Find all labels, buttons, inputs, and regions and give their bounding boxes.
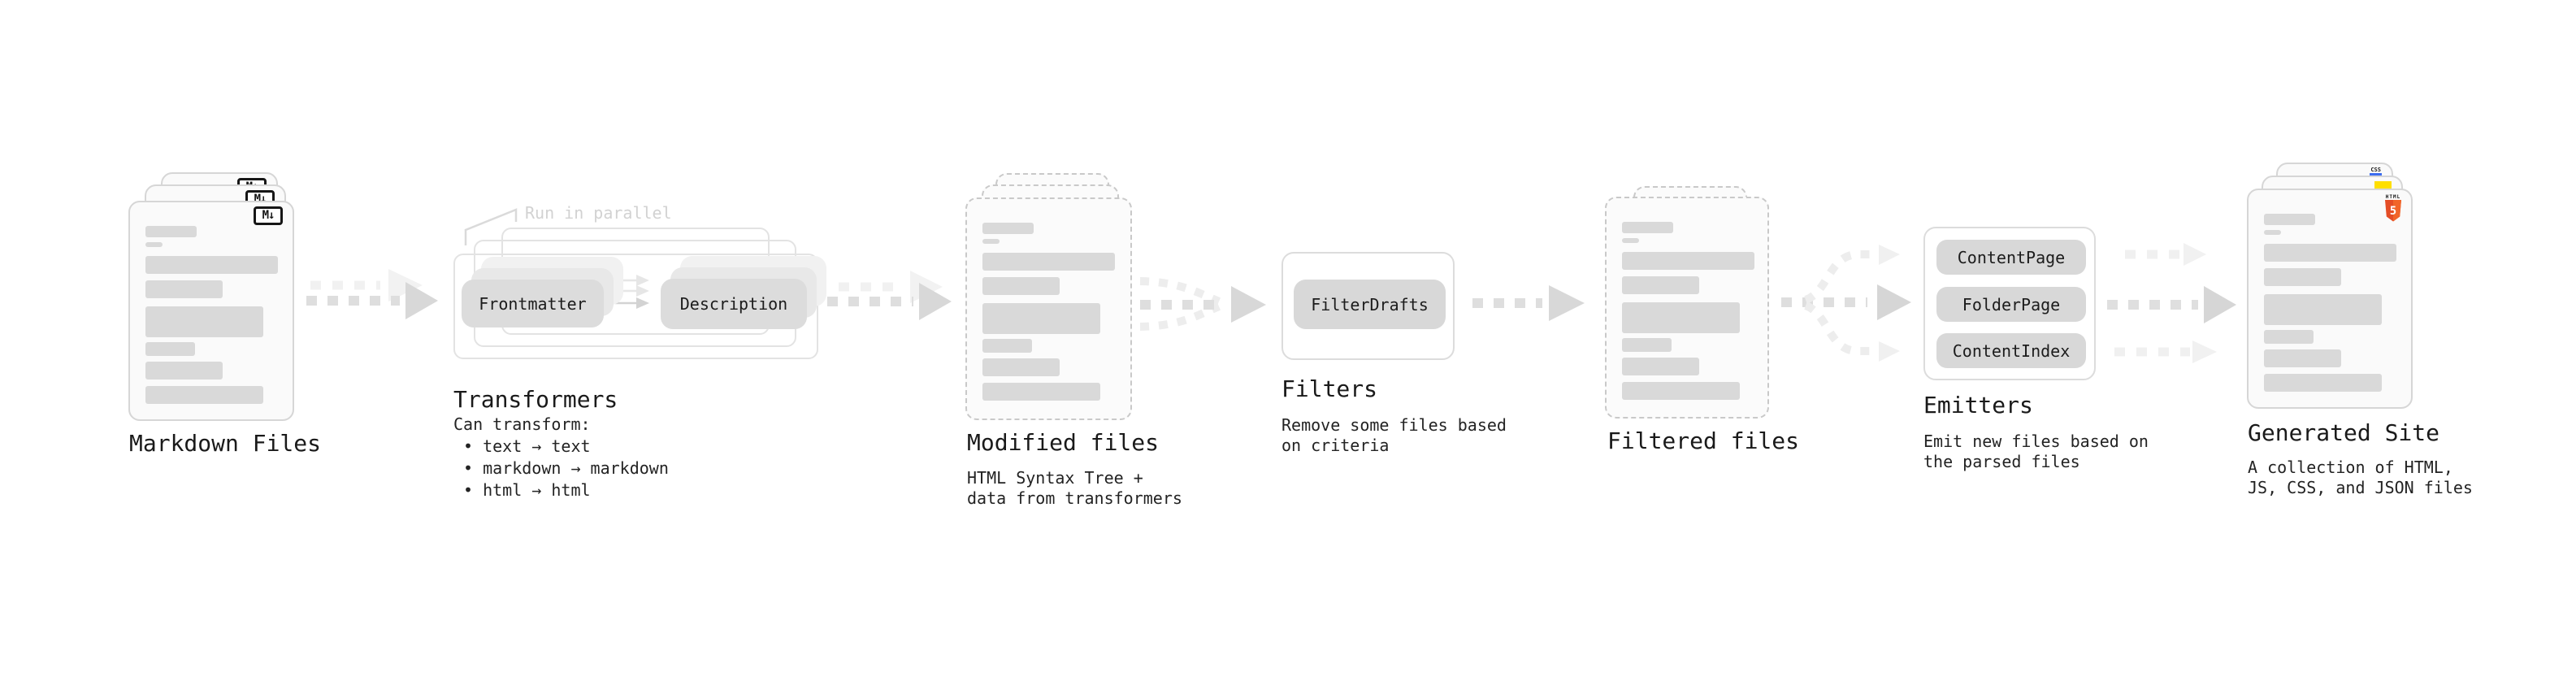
modified-file-card-front — [965, 197, 1132, 420]
caption-line: JS, CSS, and JSON files — [2248, 478, 2473, 497]
contentpage-node: ContentPage — [1936, 240, 2086, 275]
frontmatter-node: Frontmatter — [462, 280, 604, 327]
caption-line: on criteria — [1281, 436, 1390, 455]
arrow-filters-to-filtered — [1472, 285, 1585, 321]
svg-text:5: 5 — [2390, 205, 2396, 218]
arrow-transformers-to-modified — [827, 271, 952, 320]
transformer-layer-front — [453, 254, 818, 359]
caption-bullet: • text → text — [463, 436, 591, 456]
js-icon — [2374, 181, 2392, 189]
transformers-heading: Transformers — [453, 386, 618, 413]
site-file-card-html: HTML 5 — [2247, 189, 2413, 409]
caption-line: Emit new files based on — [1923, 432, 2149, 451]
doc-content-bars — [1607, 198, 1767, 417]
arrow-emitters-to-generated — [2107, 243, 2236, 363]
filters-caption: Remove some files based on criteria — [1281, 415, 1507, 456]
modified-files-label: Modified files — [967, 429, 1160, 456]
markdown-files-label: Markdown Files — [129, 430, 322, 457]
filters-box: FilterDrafts — [1281, 252, 1455, 360]
arrow-markdown-to-transformers — [306, 269, 438, 319]
folderpage-node: FolderPage — [1936, 287, 2086, 322]
caption-bullet: • markdown → markdown — [463, 458, 669, 478]
css-icon: CSS — [2370, 167, 2382, 176]
filterdrafts-node: FilterDrafts — [1294, 280, 1446, 329]
html5-icon: HTML 5 — [2383, 194, 2403, 225]
modified-files-caption: HTML Syntax Tree + data from transformer… — [967, 468, 1182, 509]
filtered-file-card-front — [1605, 197, 1769, 419]
html5-shield: 5 — [2385, 200, 2401, 222]
filtered-files-label: Filtered files — [1607, 427, 1800, 454]
html5-word: HTML — [2385, 194, 2401, 200]
filters-heading: Filters — [1281, 375, 1378, 402]
arrow-filtered-to-emitters — [1781, 245, 1911, 362]
arrow-modified-to-filters — [1139, 277, 1266, 331]
emitters-heading: Emitters — [1923, 392, 2033, 419]
generated-site-caption: A collection of HTML, JS, CSS, and JSON … — [2248, 458, 2473, 498]
doc-content-bars — [130, 202, 293, 419]
doc-content-bars — [2249, 190, 2411, 407]
caption-line: Can transform: — [453, 414, 591, 434]
caption-line: the parsed files — [1923, 452, 2080, 471]
contentindex-node: ContentIndex — [1936, 333, 2086, 368]
description-node: Description — [661, 279, 807, 329]
markdown-file-card-front: M↓ — [128, 201, 294, 421]
caption-bullet: • html → html — [463, 480, 591, 500]
emitters-box: ContentPage FolderPage ContentIndex — [1923, 227, 2096, 380]
markdown-icon: M↓ — [254, 206, 283, 225]
caption-line: data from transformers — [967, 488, 1182, 508]
doc-content-bars — [967, 199, 1130, 419]
run-in-parallel-note: Run in parallel — [525, 203, 672, 223]
caption-line: HTML Syntax Tree + — [967, 468, 1143, 488]
generated-site-label: Generated Site — [2248, 419, 2440, 446]
caption-line: Remove some files based — [1281, 415, 1507, 435]
caption-line: A collection of HTML, — [2248, 458, 2453, 477]
emitters-caption: Emit new files based on the parsed files — [1923, 432, 2149, 472]
transformers-caption: Can transform: • text → text • markdown … — [453, 414, 669, 501]
